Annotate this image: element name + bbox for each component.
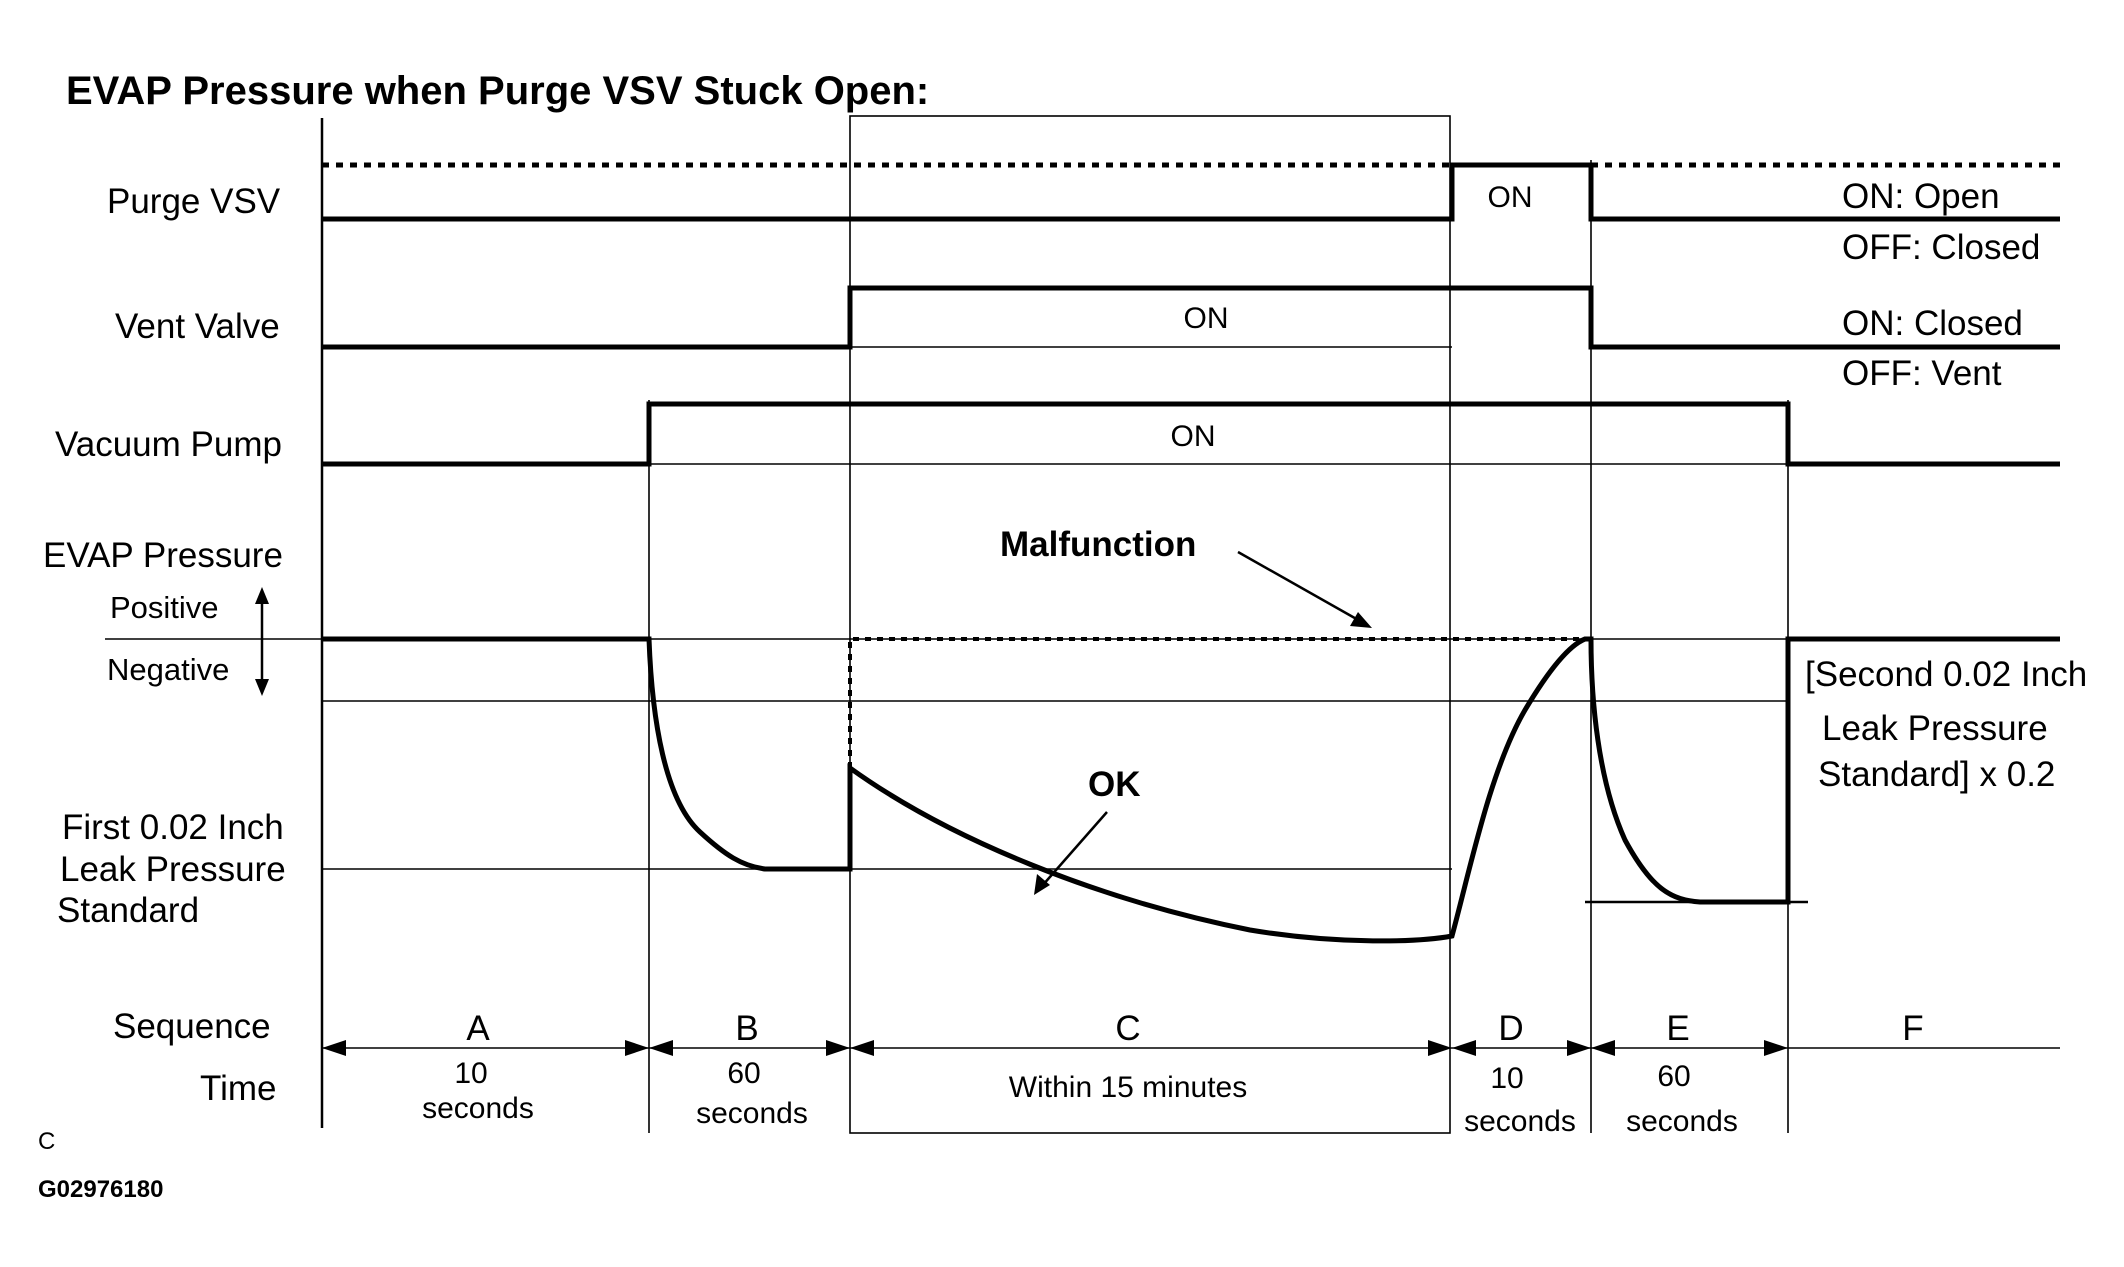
sequence-a-label: A: [466, 1009, 490, 1048]
ok-label: OK: [1088, 765, 1141, 804]
vent-on-label: ON: [1184, 302, 1229, 335]
time-d-value: 10: [1490, 1062, 1523, 1095]
evap-pressure-malfunction-path: [848, 637, 1585, 768]
time-b-value: 60: [727, 1057, 760, 1090]
time-b-unit: seconds: [696, 1097, 808, 1130]
purge-on-label: ON: [1488, 181, 1533, 214]
purge-off-state: OFF: Closed: [1842, 228, 2040, 267]
first-standard-line1: First 0.02 Inch: [62, 808, 284, 847]
vent-off-state: OFF: Vent: [1842, 354, 2002, 393]
time-c-value: Within 15 minutes: [1009, 1071, 1247, 1104]
second-standard-line3: Standard] x 0.2: [1818, 755, 2055, 794]
pump-on-label: ON: [1171, 420, 1216, 453]
second-standard-line1: [Second 0.02 Inch: [1805, 655, 2087, 694]
sequence-d-label: D: [1498, 1009, 1523, 1048]
time-a-unit: seconds: [422, 1092, 534, 1125]
second-standard-line2: Leak Pressure: [1822, 709, 2048, 748]
purge-vsv-label: Purge VSV: [107, 182, 281, 221]
malfunction-label: Malfunction: [1000, 525, 1196, 564]
sequence-e-label: E: [1666, 1009, 1689, 1048]
time-e-unit: seconds: [1626, 1105, 1738, 1138]
time-label: Time: [200, 1069, 276, 1108]
sequence-c-label: C: [1115, 1009, 1140, 1048]
time-e-value: 60: [1657, 1060, 1690, 1093]
figure-code: G02976180: [38, 1176, 163, 1203]
pressure-direction-arrow: [255, 587, 269, 696]
vent-on-state: ON: Closed: [1842, 304, 2023, 343]
vent-valve-signal: [322, 285, 2060, 350]
vent-valve-label: Vent Valve: [115, 307, 280, 346]
sequence-arrows: [322, 1040, 1788, 1056]
sequence-label: Sequence: [113, 1007, 271, 1046]
diagram-title: EVAP Pressure when Purge VSV Stuck Open:: [66, 69, 929, 113]
footer-letter: C: [38, 1128, 55, 1155]
purge-vsv-signal: [322, 162, 2060, 222]
positive-label: Positive: [110, 590, 219, 625]
time-a-value: 10: [454, 1057, 487, 1090]
purge-on-state: ON: Open: [1842, 177, 2000, 216]
first-standard-line3: Standard: [57, 891, 199, 930]
ok-arrow: [1034, 811, 1108, 895]
time-d-unit: seconds: [1464, 1105, 1576, 1138]
evap-pressure-ok-curve: [322, 636, 2060, 944]
negative-label: Negative: [107, 652, 229, 687]
first-standard-line2: Leak Pressure: [60, 850, 286, 889]
sequence-b-label: B: [735, 1009, 758, 1048]
evap-pressure-label: EVAP Pressure: [43, 536, 283, 575]
vacuum-pump-signal: [322, 401, 2060, 467]
vacuum-pump-label: Vacuum Pump: [55, 425, 282, 464]
sequence-f-label: F: [1902, 1009, 1923, 1048]
malfunction-arrow: [1237, 550, 1372, 628]
sequence-c-frame: [849, 115, 1451, 1134]
